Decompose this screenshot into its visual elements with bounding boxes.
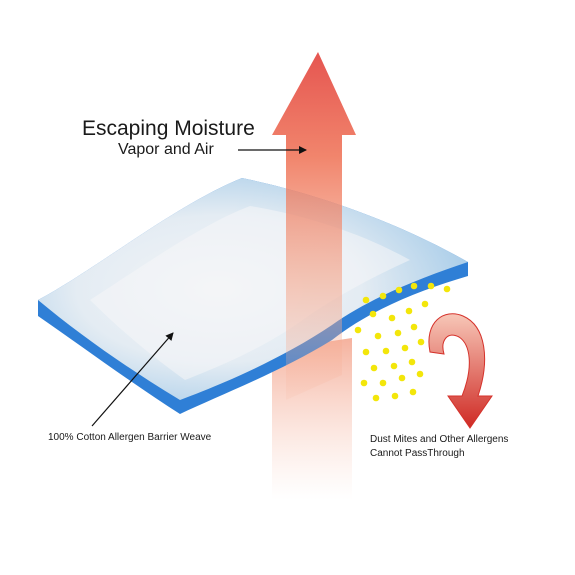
- pointer-arrow: [91, 332, 174, 427]
- fabric-label: 100% Cotton Allergen Barrier Weave: [48, 432, 212, 443]
- allergen-label-line2: Cannot PassThrough: [370, 448, 465, 459]
- allergen-particles: [354, 282, 451, 402]
- allergen-label-line1: Dust Mites and Other Allergens: [370, 434, 509, 445]
- moisture-up-arrow-top: [272, 52, 356, 400]
- subtitle-label: Vapor and Air: [118, 141, 214, 158]
- deflect-arrow: [428, 313, 493, 429]
- title-label: Escaping Moisture: [82, 117, 255, 140]
